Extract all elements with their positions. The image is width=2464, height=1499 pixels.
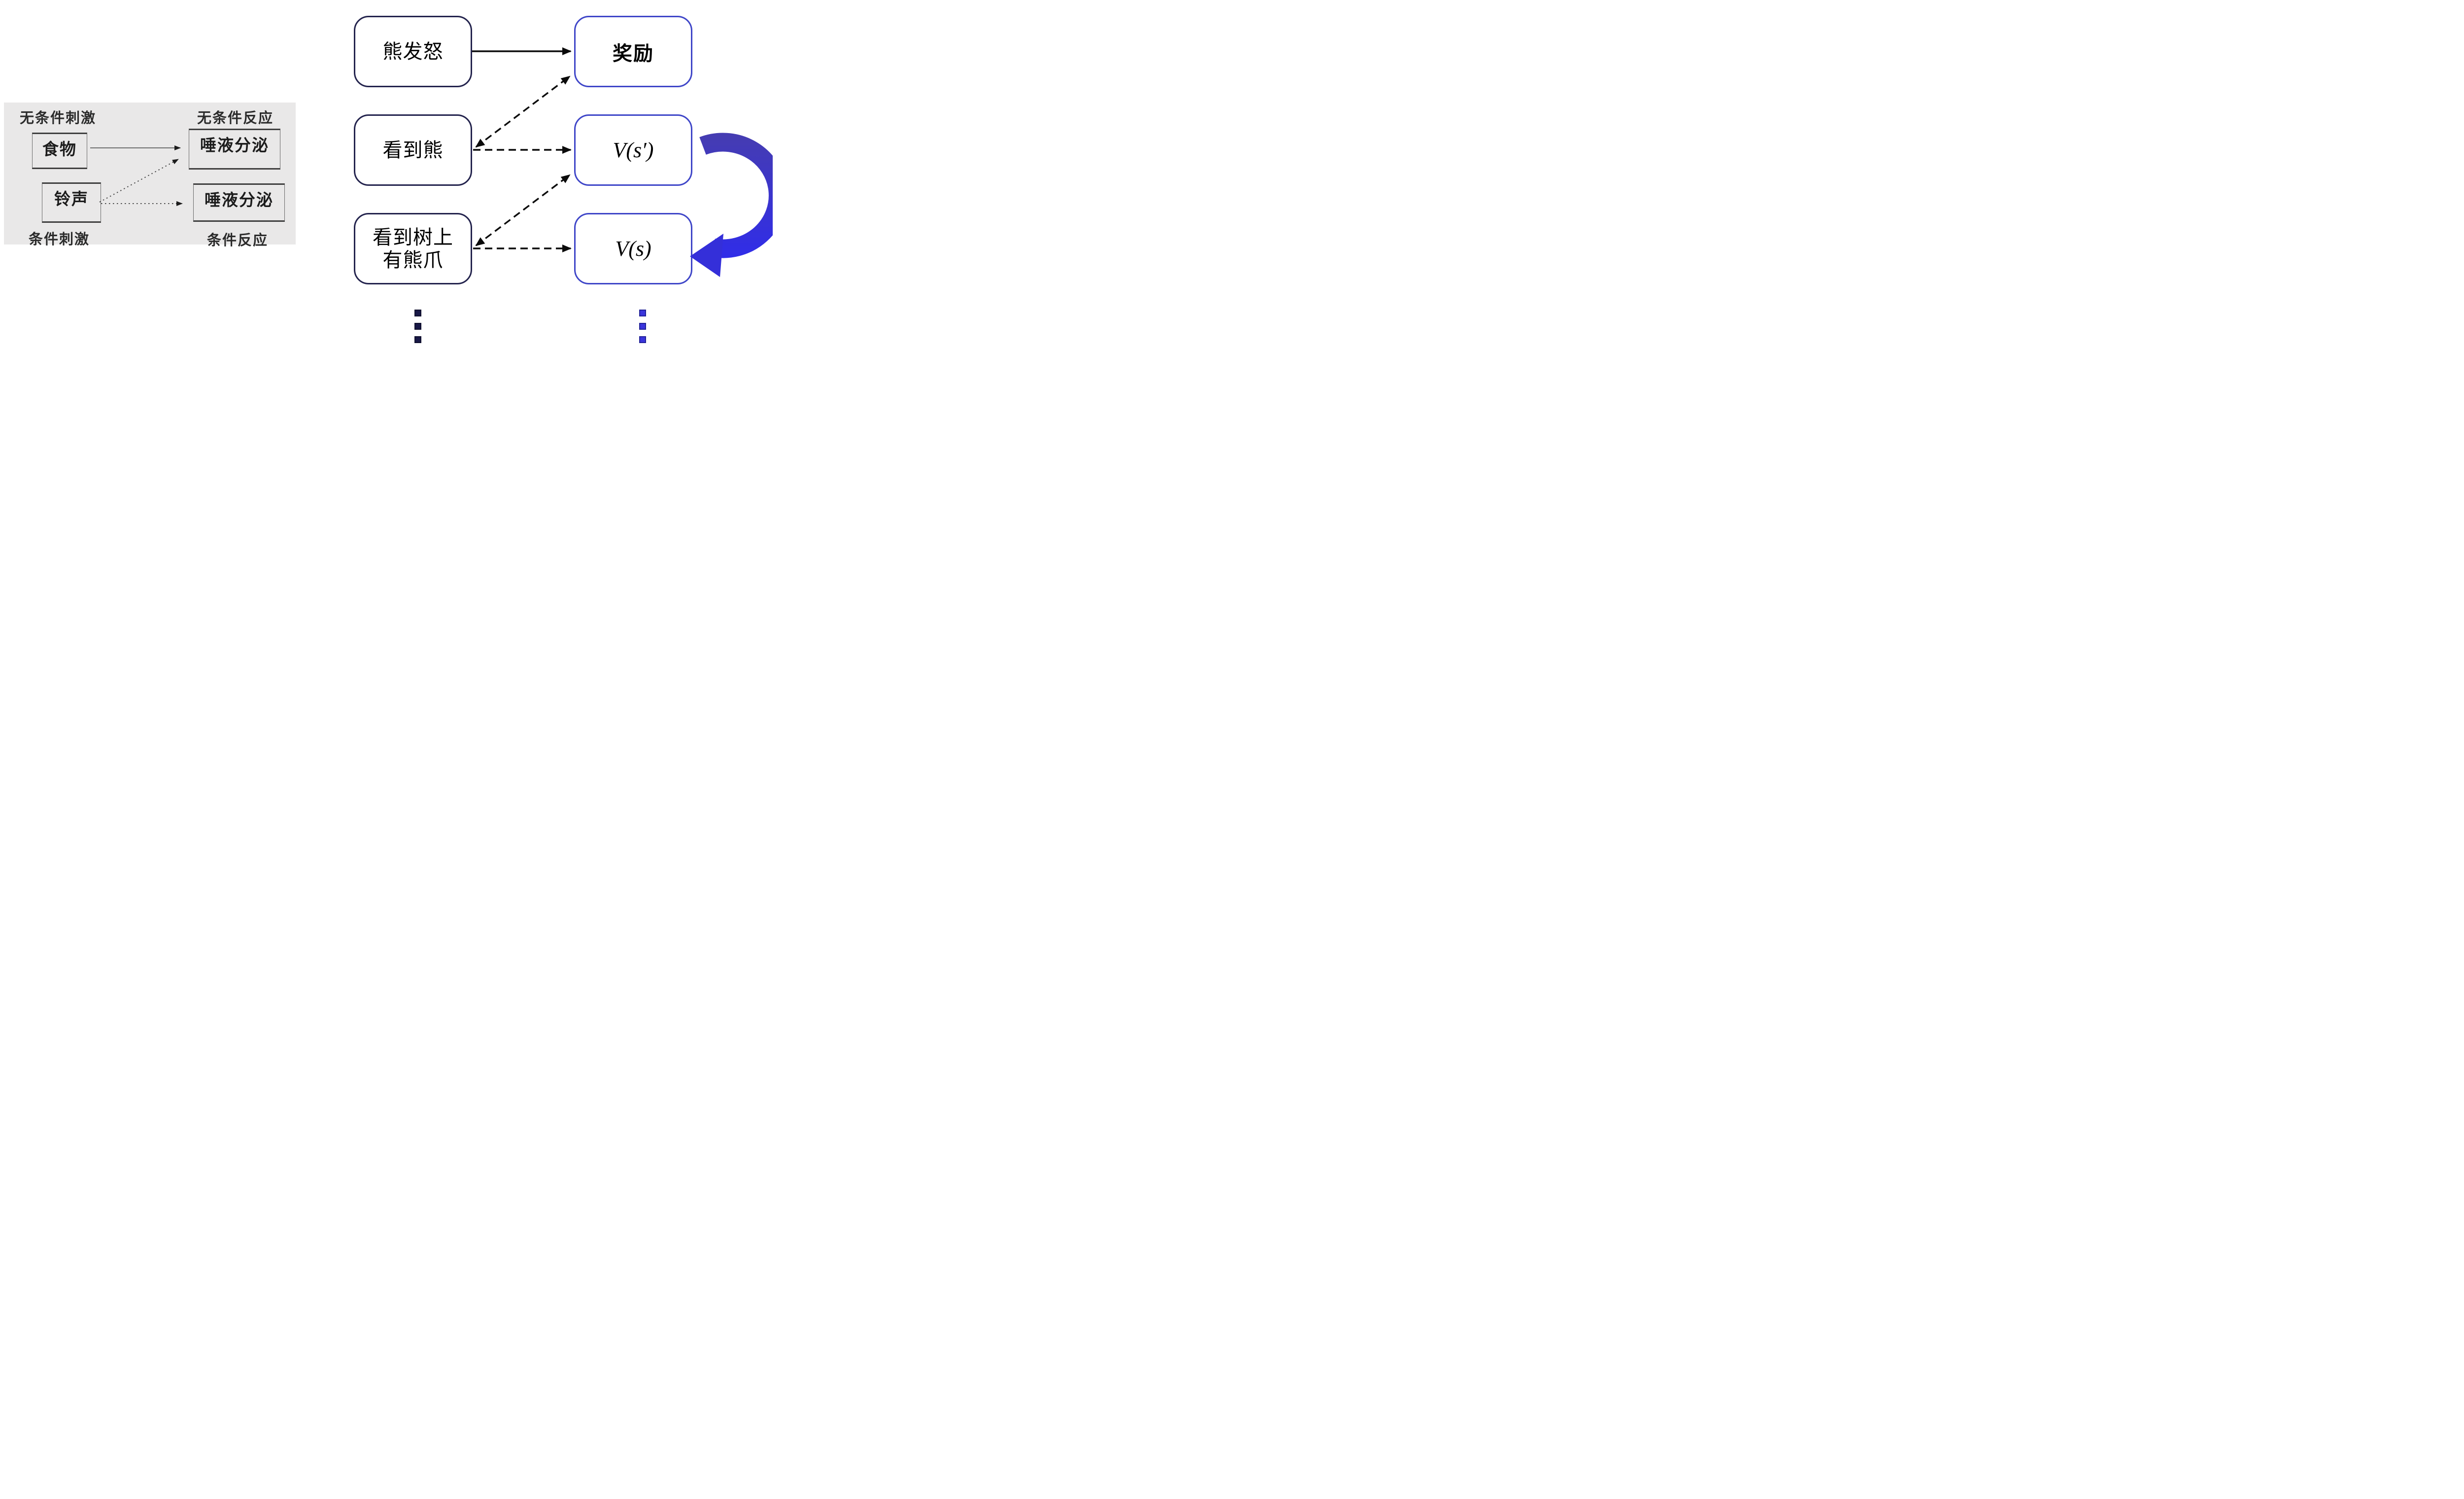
box-salivation-unconditioned: 唾液分泌 [189, 129, 280, 170]
box-value-state: V(s) [574, 213, 692, 284]
label-unconditioned-response: 无条件反应 [197, 110, 274, 126]
box-reward-label: 奖励 [613, 42, 654, 65]
dot [639, 336, 646, 343]
dot [414, 336, 421, 343]
box-food-label: 食物 [42, 140, 77, 158]
bootstrap-loop-arrow [690, 133, 773, 277]
box-see-claw-marks: 看到树上 有熊爪 [354, 213, 472, 284]
box-bell-label: 铃声 [54, 190, 89, 208]
box-see-bear: 看到熊 [354, 114, 472, 186]
label-conditioned-response: 条件反应 [207, 233, 269, 248]
ellipsis-dots-stimulus-column [414, 310, 421, 343]
dot [639, 323, 646, 330]
dot [639, 310, 646, 316]
box-salivation-conditioned: 唾液分泌 [193, 183, 285, 222]
box-see-bear-label: 看到熊 [382, 139, 444, 161]
box-value-next-state-label: V(s′) [613, 138, 654, 162]
box-salivation-unconditioned-label: 唾液分泌 [200, 136, 269, 154]
box-see-claw-marks-line2: 有熊爪 [382, 249, 444, 271]
box-see-claw-marks-line1: 看到树上 [373, 226, 453, 248]
box-bear-angry: 熊发怒 [354, 16, 472, 87]
box-bear-angry-label: 熊发怒 [382, 40, 444, 63]
classical-conditioning-panel: 无条件刺激 无条件反应 食物 唾液分泌 铃声 唾液分泌 条件刺激 条件反应 [4, 103, 296, 248]
label-unconditioned-stimulus: 无条件刺激 [20, 110, 97, 126]
label-conditioned-stimulus: 条件刺激 [29, 232, 90, 247]
box-value-next-state: V(s′) [574, 114, 692, 186]
arrow-claw-marks-value-next-dashed [475, 174, 571, 246]
box-value-state-label: V(s) [615, 237, 651, 261]
arrow-see-bear-reward-dashed [475, 75, 571, 148]
dot [414, 310, 421, 316]
box-reward: 奖励 [574, 16, 692, 87]
box-bell: 铃声 [42, 182, 101, 223]
ellipsis-dots-value-column [639, 310, 646, 343]
dot [414, 323, 421, 330]
box-salivation-conditioned-label: 唾液分泌 [205, 191, 274, 209]
pavlov-td-learning-diagram: 无条件刺激 无条件反应 食物 唾液分泌 铃声 唾液分泌 条件刺激 条件反应 熊发… [0, 0, 773, 350]
box-food: 食物 [32, 133, 87, 169]
